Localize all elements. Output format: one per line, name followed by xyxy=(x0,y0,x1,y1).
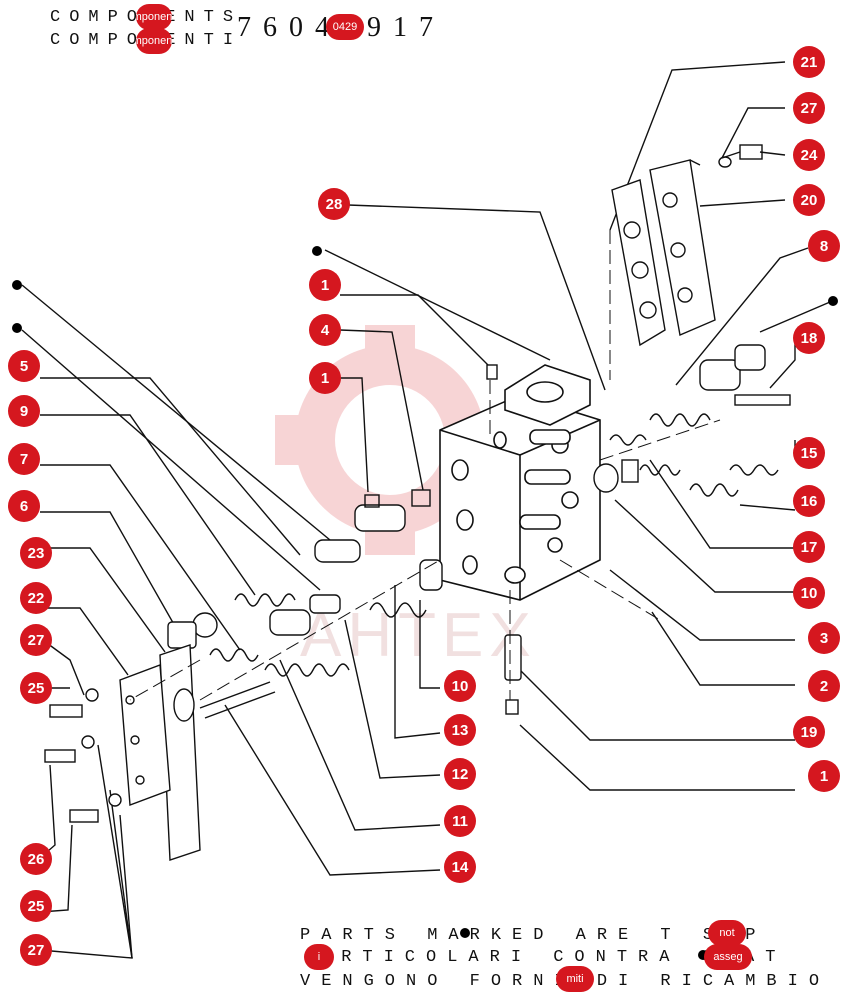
callout-9: 9 xyxy=(8,395,40,427)
top-cover-plate xyxy=(611,159,716,347)
callout-4: 4 xyxy=(309,314,341,346)
leader-lines xyxy=(21,61,831,959)
callout-25: 25 xyxy=(20,672,52,704)
watermark-gear xyxy=(275,325,505,555)
callout-28: 28 xyxy=(318,188,350,220)
marker-dot xyxy=(12,323,22,333)
callout-21: 21 xyxy=(793,46,825,78)
callout-20: 20 xyxy=(793,184,825,216)
footer-marker-dot xyxy=(460,928,470,938)
callout-5: 5 xyxy=(8,350,40,382)
callout-2: 2 xyxy=(808,670,840,702)
callout-17: 17 xyxy=(793,531,825,563)
callout-14: 14 xyxy=(444,851,476,883)
callout-15: 15 xyxy=(793,437,825,469)
callout-1: 1 xyxy=(309,269,341,301)
header-badge-1: mponent xyxy=(136,4,172,30)
axis-lines xyxy=(129,230,721,701)
header-badge-2: mponent xyxy=(136,28,172,54)
callout-24: 24 xyxy=(793,139,825,171)
footer-note-line2: ARTICOLARI CONTRA GNAT xyxy=(320,948,787,967)
right-springs xyxy=(593,344,791,497)
valve-body xyxy=(439,364,601,601)
left-screws xyxy=(44,688,122,823)
callout-6: 6 xyxy=(8,490,40,522)
footer-badge-not: not xyxy=(708,920,746,946)
top-screw xyxy=(718,144,763,168)
bottom-pin xyxy=(504,634,522,715)
callout-11: 11 xyxy=(444,805,476,837)
callout-1: 1 xyxy=(808,760,840,792)
marker-dot xyxy=(828,296,838,306)
left-parts xyxy=(167,364,498,719)
callout-1: 1 xyxy=(309,362,341,394)
callout-7: 7 xyxy=(8,443,40,475)
callout-26: 26 xyxy=(20,843,52,875)
callout-19: 19 xyxy=(793,716,825,748)
callout-16: 16 xyxy=(793,485,825,517)
callout-23: 23 xyxy=(20,537,52,569)
callout-25: 25 xyxy=(20,890,52,922)
footer-badge-miti: miti xyxy=(556,966,594,992)
callout-13: 13 xyxy=(444,714,476,746)
marker-dot xyxy=(312,246,322,256)
partno-badge: 0429 xyxy=(326,14,364,40)
footer-badge-i: i xyxy=(304,944,334,970)
marker-dot xyxy=(12,280,22,290)
callout-27: 27 xyxy=(20,624,52,656)
left-cover-plate xyxy=(119,644,201,861)
footer-marker-dot xyxy=(698,950,708,960)
callout-27: 27 xyxy=(20,934,52,966)
callout-3: 3 xyxy=(808,622,840,654)
callout-10: 10 xyxy=(444,670,476,702)
callout-8: 8 xyxy=(808,230,840,262)
callout-10: 10 xyxy=(793,577,825,609)
footer-note-line1: PARTS MARKED ARE T SUP xyxy=(300,926,767,945)
callout-27: 27 xyxy=(793,92,825,124)
callout-18: 18 xyxy=(793,322,825,354)
callout-22: 22 xyxy=(20,582,52,614)
callout-12: 12 xyxy=(444,758,476,790)
footer-badge-segn: asseg xyxy=(704,944,752,970)
